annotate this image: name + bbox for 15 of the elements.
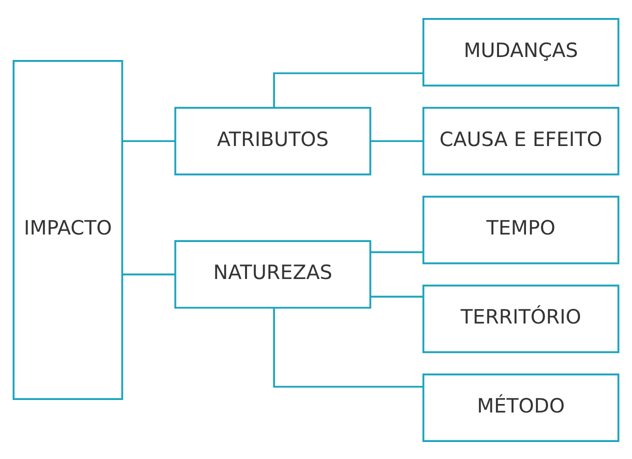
connector	[370, 140, 424, 142]
node-box: TEMPO	[422, 195, 620, 264]
node-box: TERRITÓRIO	[422, 284, 620, 353]
connector	[122, 273, 175, 275]
node-box: ATRIBUTOS	[174, 106, 372, 175]
connector	[273, 308, 424, 388]
node-box: NATUREZAS	[174, 240, 372, 308]
connector	[122, 140, 175, 142]
connector	[273, 72, 424, 108]
node-box: MUDANÇAS	[422, 18, 620, 86]
node-box: MÉTODO	[422, 372, 620, 442]
node-box: CAUSA E EFEITO	[422, 106, 620, 175]
node-box: IMPACTO	[12, 59, 124, 400]
connector	[370, 295, 424, 298]
connector	[370, 250, 424, 253]
